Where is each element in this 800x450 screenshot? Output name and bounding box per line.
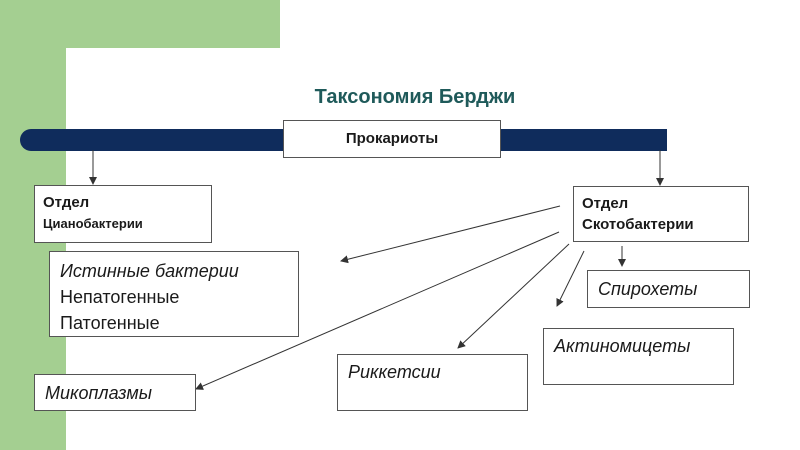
arrow-to-rickettsia [457, 243, 570, 349]
dept-left-line2: Цианобактерии [43, 216, 143, 231]
root-box-prokaryotes: Прокариоты [283, 120, 501, 158]
rickettsia-box: Риккетсии [337, 354, 528, 411]
dept-right-line2: Скотобактерии [582, 216, 694, 233]
dept-left-line1: Отдел [43, 194, 90, 211]
mycoplasma-box: Микоплазмы [34, 374, 196, 411]
dept-right-line1: Отдел [582, 195, 629, 212]
true-bacteria-nonpathogenic: Непатогенные [60, 287, 180, 307]
arrow-to-mycoplasma [195, 231, 560, 390]
actinomycetes-box: Актиномицеты [543, 328, 734, 385]
true-bacteria-heading: Истинные бактерии [60, 261, 239, 281]
true-bacteria-pathogenic: Патогенные [60, 313, 160, 333]
background-green-top [0, 0, 280, 48]
dept-cyanobacteria-box: Отдел Цианобактерии [34, 185, 212, 243]
diagram-title: Таксономия Берджи [314, 86, 516, 108]
arrow-to-actinomycetes [556, 250, 585, 307]
arrow-to-true-bacteria [340, 205, 561, 264]
true-bacteria-box: Истинные бактерии Непатогенные Патогенны… [49, 251, 299, 337]
dept-scotobacteria-box: Отдел Скотобактерии [573, 186, 749, 242]
spirochetes-box: Спирохеты [587, 270, 750, 308]
